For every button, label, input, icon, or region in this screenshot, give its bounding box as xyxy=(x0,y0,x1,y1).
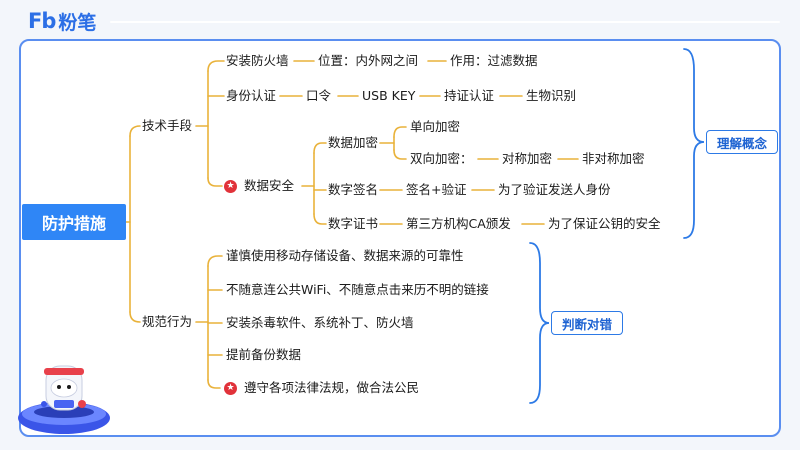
node-twoway-encrypt[interactable]: 双向加密： xyxy=(410,151,473,166)
bracket-judge xyxy=(529,242,550,404)
branch-norm[interactable]: 规范行为 xyxy=(142,314,193,329)
node-cert-issuer[interactable]: 第三方机构CA颁发 xyxy=(406,216,511,231)
node-asymmetric[interactable]: 非对称加密 xyxy=(582,151,645,166)
bracket-understand xyxy=(683,48,705,239)
node-norm-law[interactable]: 遵守各项法律法规，做合法公民 xyxy=(244,380,420,395)
node-digital-signature[interactable]: 数字签名 xyxy=(328,182,379,197)
mindmap-card xyxy=(19,39,781,437)
node-norm-backup[interactable]: 提前备份数据 xyxy=(226,347,302,362)
mascot-illustration xyxy=(18,365,110,434)
root-node[interactable]: 防护措施 xyxy=(22,204,126,240)
node-data-encrypt[interactable]: 数据加密 xyxy=(328,135,379,150)
node-firewall-location[interactable]: 位置：内外网之间 xyxy=(318,53,419,68)
node-data-security[interactable]: 数据安全 xyxy=(244,178,295,193)
node-auth-password[interactable]: 口令 xyxy=(306,88,332,103)
node-sign-verify[interactable]: 签名+验证 xyxy=(406,182,467,197)
logo-mark: Fb xyxy=(28,9,56,33)
star-icon: ★ xyxy=(224,382,237,395)
node-firewall[interactable]: 安装防火墙 xyxy=(226,53,289,68)
node-oneway-encrypt[interactable]: 单向加密 xyxy=(410,119,461,134)
node-auth-biometric[interactable]: 生物识别 xyxy=(526,88,577,103)
header-divider xyxy=(110,21,780,23)
logo-name: 粉笔 xyxy=(58,11,97,34)
branch-tech[interactable]: 技术手段 xyxy=(142,118,193,133)
node-norm-antivirus[interactable]: 安装杀毒软件、系统补丁、防火墙 xyxy=(226,315,414,330)
node-auth-usbkey[interactable]: USB KEY xyxy=(362,88,416,103)
node-signature-purpose[interactable]: 为了验证发送人身份 xyxy=(498,182,611,197)
star-icon: ★ xyxy=(224,180,237,193)
node-norm-wifi[interactable]: 不随意连公共WiFi、不随意点击来历不明的链接 xyxy=(226,282,489,297)
node-symmetric[interactable]: 对称加密 xyxy=(502,151,553,166)
node-auth[interactable]: 身份认证 xyxy=(226,88,277,103)
node-firewall-function[interactable]: 作用：过滤数据 xyxy=(450,53,538,68)
top-bar: Fb 粉笔 xyxy=(0,0,800,42)
tag-understand[interactable]: 理解概念 xyxy=(706,130,778,154)
node-digital-cert[interactable]: 数字证书 xyxy=(328,216,379,231)
tag-judge[interactable]: 判断对错 xyxy=(551,311,623,335)
fenbi-logo: Fb 粉笔 xyxy=(28,9,97,34)
node-norm-storage[interactable]: 谨慎使用移动存储设备、数据来源的可靠性 xyxy=(226,248,464,263)
node-auth-certificate[interactable]: 持证认证 xyxy=(444,88,495,103)
node-cert-purpose[interactable]: 为了保证公钥的安全 xyxy=(548,216,661,231)
